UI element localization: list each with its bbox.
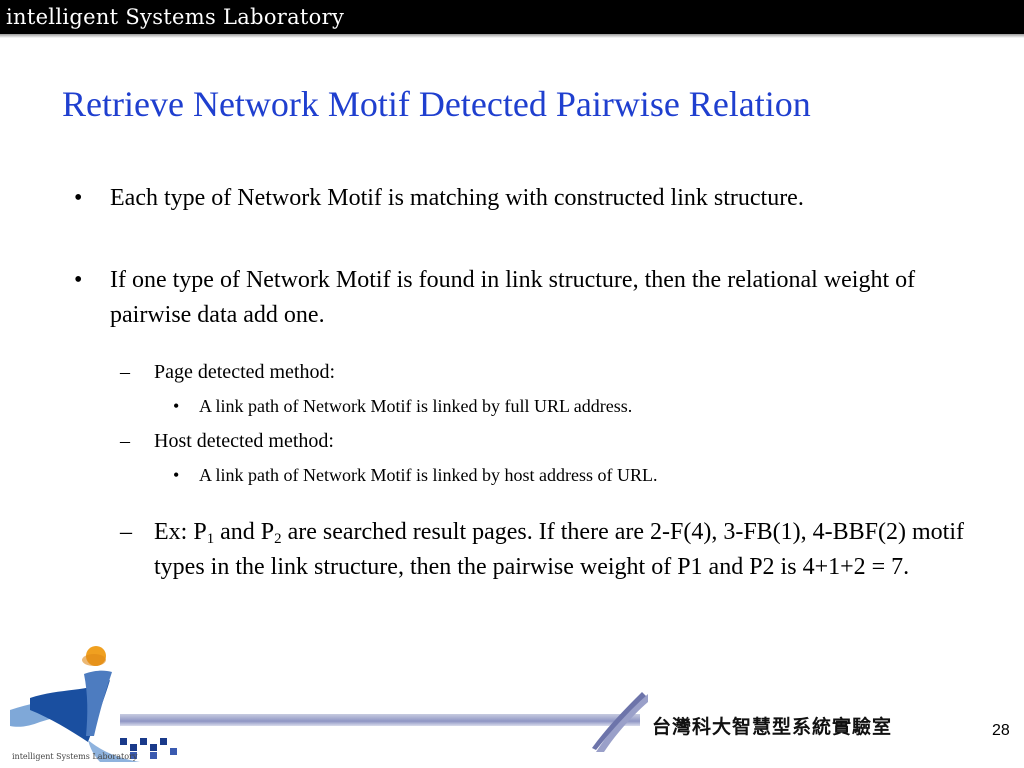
bullet-text: If one type of Network Motif is found in… (110, 267, 916, 328)
dash-marker: – (120, 519, 132, 545)
swoosh-icon (592, 692, 648, 752)
logo-caption: intelligent Systems Laboratory (12, 752, 138, 761)
dash-marker: – (120, 361, 130, 383)
sub-item: – Page detected method: (120, 358, 974, 386)
dash-marker: – (120, 430, 130, 452)
slide-title: Retrieve Network Motif Detected Pairwise… (62, 84, 811, 124)
bullet-marker: • (173, 396, 180, 416)
bullet-item: • If one type of Network Motif is found … (74, 263, 970, 333)
example-text: Ex: P1 and P2 are searched result pages.… (154, 519, 965, 580)
lab-name: intelligent Systems Laboratory (6, 5, 345, 29)
method-label: Host detected method: (154, 430, 334, 452)
bullet-marker: • (74, 267, 83, 293)
lab-chinese-name: 台灣科大智慧型系統實驗室 (652, 716, 893, 738)
sub-sub-item: • A link path of Network Motif is linked… (173, 463, 979, 487)
method-detail: A link path of Network Motif is linked b… (199, 396, 633, 416)
bullet-marker: • (74, 185, 83, 211)
bullet-text: Each type of Network Motif is matching w… (110, 185, 804, 211)
header-shadow (0, 34, 1024, 38)
method-detail: A link path of Network Motif is linked b… (199, 465, 658, 485)
method-label: Page detected method: (154, 361, 336, 383)
example-item: – Ex: P1 and P2 are searched result page… (120, 515, 974, 585)
lab-logo-icon (10, 646, 177, 762)
sub-sub-item: • A link path of Network Motif is linked… (173, 394, 979, 418)
bullet-item: • Each type of Network Motif is matching… (74, 181, 970, 216)
footer-divider (120, 714, 640, 726)
page-number: 28 (992, 722, 1010, 739)
header-bar: intelligent Systems Laboratory (0, 0, 1024, 34)
bullet-marker: • (173, 465, 180, 485)
sub-item: – Host detected method: (120, 427, 974, 455)
